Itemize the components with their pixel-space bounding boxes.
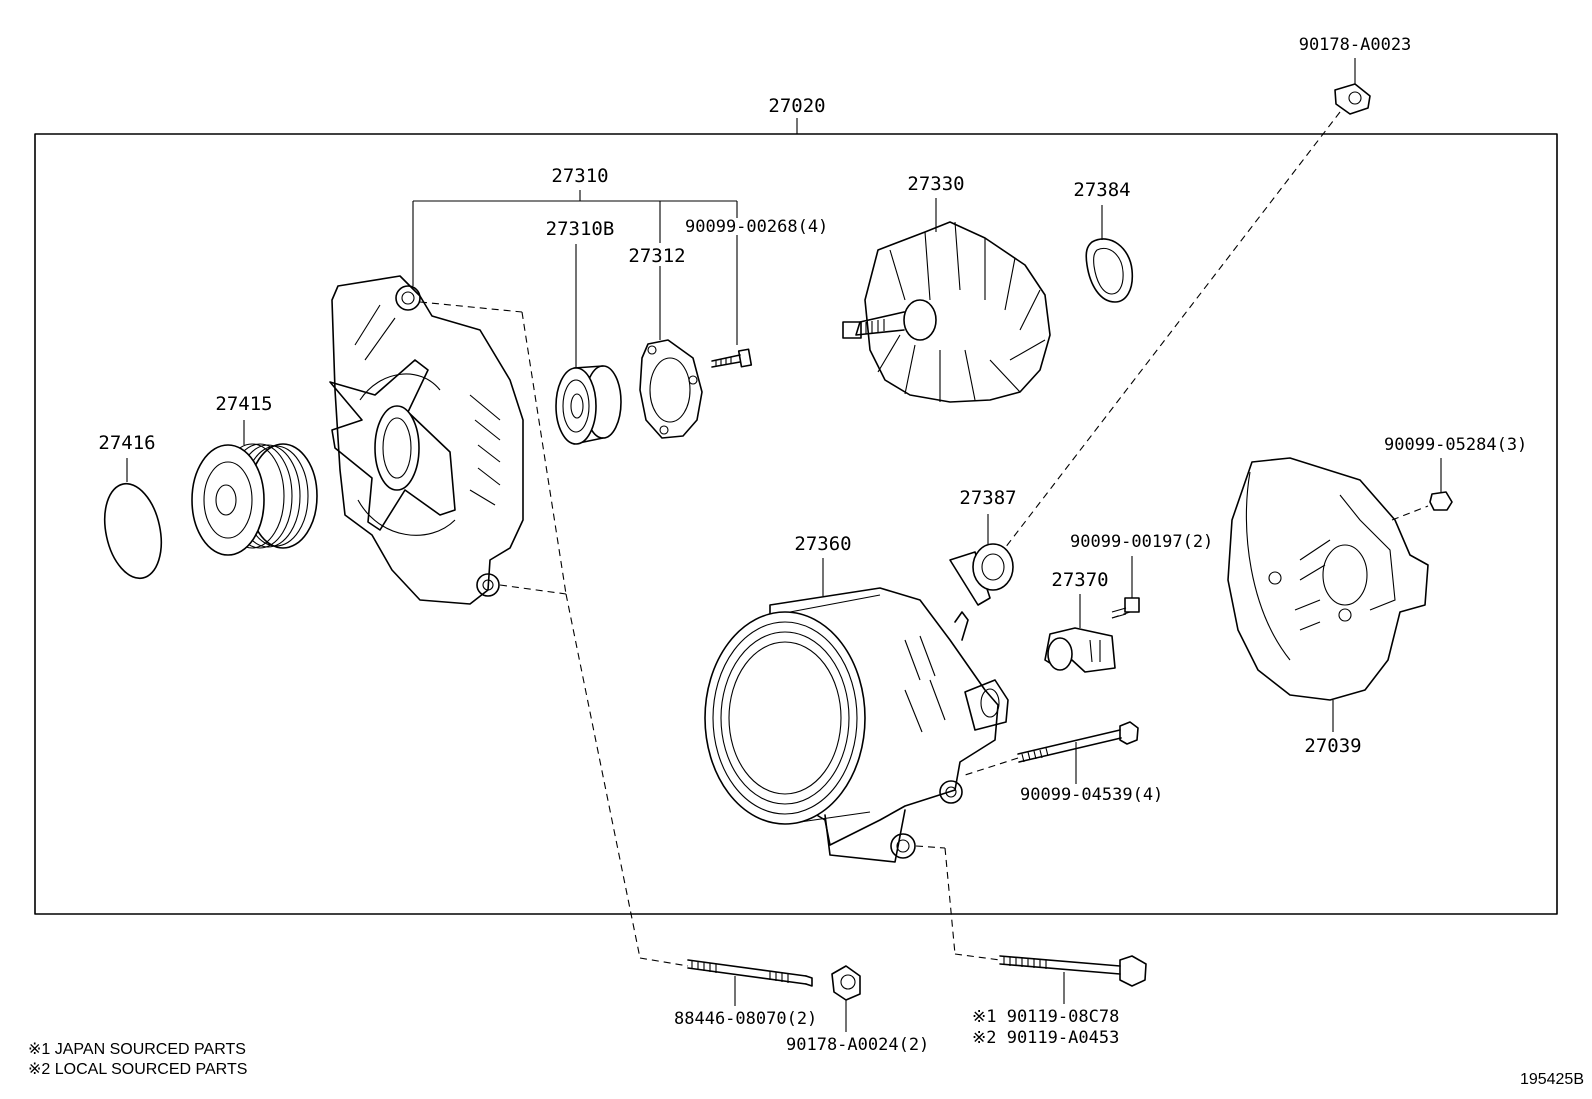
label-27312: 27312 (628, 245, 685, 267)
part-27387-insulator[interactable] (949, 514, 1014, 606)
label-27415: 27415 (215, 393, 272, 415)
part-90099-00268-screw[interactable] (711, 348, 753, 368)
label-90099-04539: 90099-04539(4) (1020, 785, 1163, 805)
part-27312-retainer-plate[interactable] (639, 339, 703, 439)
assembly-frame (34, 133, 1558, 915)
label-90178-a0023: 90178-A0023 (1299, 35, 1412, 55)
part-27416-cover[interactable] (97, 458, 170, 584)
part-90178-a0024-nut[interactable] (831, 965, 861, 1032)
part-27415-pulley[interactable] (191, 420, 318, 556)
label-90099-00197: 90099-00197(2) (1070, 532, 1213, 552)
part-88446-08070-stud[interactable] (687, 959, 813, 1006)
label-90119-a0453: ※2 90119-A0453 (972, 1028, 1119, 1048)
note-local-sourced: ※2 LOCAL SOURCED PARTS (28, 1061, 247, 1078)
part-27370-brush-holder[interactable] (1044, 594, 1131, 673)
part-27310b-bearing[interactable] (555, 365, 622, 445)
part-27360-rectifier-end-frame[interactable] (704, 558, 1009, 863)
drawing-number: 195425B (1520, 1071, 1584, 1088)
label-90119-08c78: ※1 90119-08C78 (972, 1007, 1119, 1027)
part-90119-bolt[interactable] (999, 955, 1147, 1004)
part-90099-04539-bolt[interactable] (961, 721, 1139, 784)
part-90178-a0023-nut[interactable] (1004, 58, 1371, 549)
label-27039: 27039 (1304, 735, 1361, 757)
part-27330-rotor[interactable] (842, 198, 1051, 403)
part-27039-rear-cover[interactable] (1227, 457, 1429, 732)
label-27330: 27330 (907, 173, 964, 195)
label-27416: 27416 (98, 432, 155, 454)
note-japan-sourced: ※1 JAPAN SOURCED PARTS (28, 1041, 246, 1058)
label-27384: 27384 (1073, 179, 1130, 201)
label-90099-05284: 90099-05284(3) (1384, 435, 1527, 455)
label-27360: 27360 (794, 533, 851, 555)
part-27310-drive-end-frame[interactable] (329, 275, 524, 605)
label-27310b: 27310B (546, 218, 615, 240)
label-90178-a0024: 90178-A0024(2) (786, 1035, 929, 1055)
label-90099-00268: 90099-00268(4) (685, 217, 828, 237)
label-27387: 27387 (959, 487, 1016, 509)
label-27370: 27370 (1051, 569, 1108, 591)
part-27384-ring[interactable] (1085, 205, 1134, 303)
label-27310: 27310 (551, 165, 608, 187)
part-90099-00197-screw[interactable] (1111, 556, 1140, 619)
label-27020: 27020 (768, 95, 825, 117)
label-bracket-27310 (412, 190, 738, 368)
dashed-leads-lower (419, 301, 1001, 967)
label-88446-08070: 88446-08070(2) (674, 1009, 817, 1029)
part-90099-05284-nut[interactable] (1429, 458, 1453, 511)
